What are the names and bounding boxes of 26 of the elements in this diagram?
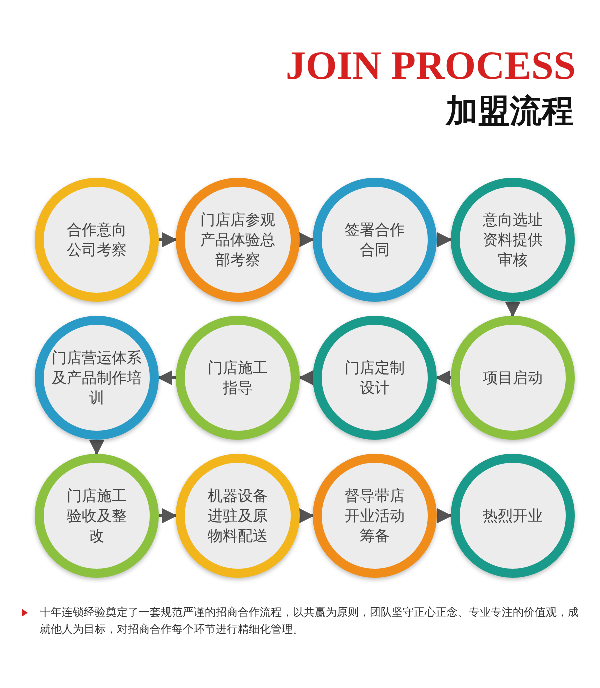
step-text: 门店营运体系及产品制作培训	[51, 348, 143, 408]
arrow	[437, 232, 452, 248]
step-text: 门店定制设计	[344, 358, 406, 398]
title: JOIN PROCESS	[286, 44, 576, 88]
step-text: 门店施工验收及整改	[66, 486, 128, 546]
step-text: 机器设备进驻及原物料配送	[207, 486, 269, 546]
step-text: 意向选址资料提供审核	[482, 210, 544, 270]
step-text: 热烈开业	[482, 506, 544, 526]
step-text: 督导带店开业活动筹备	[344, 486, 406, 546]
subtitle: 加盟流程	[446, 92, 574, 130]
arrow	[300, 508, 314, 524]
arrow	[437, 508, 452, 524]
step-text: 门店店参观产品体验总部考察	[200, 210, 276, 270]
step-text: 签署合作合同	[344, 220, 406, 260]
arrow	[506, 302, 520, 318]
step-text: 项目启动	[482, 368, 544, 388]
arrow	[159, 508, 178, 524]
arrow	[159, 232, 178, 248]
step-text: 合作意向公司考察	[66, 220, 128, 260]
note-text: 十年连锁经验奠定了一套规范严谨的招商合作流程，以共赢为原则，团队坚守正心正念、专业专注的价值观，成就他人为目标，对招商合作每个环节进行精细化管理。	[40, 605, 580, 638]
arrow	[300, 232, 314, 248]
arrow	[298, 370, 314, 386]
arrow	[158, 370, 176, 386]
arrow	[90, 440, 104, 456]
step-text: 门店施工指导	[207, 358, 269, 398]
arrow	[436, 370, 451, 386]
